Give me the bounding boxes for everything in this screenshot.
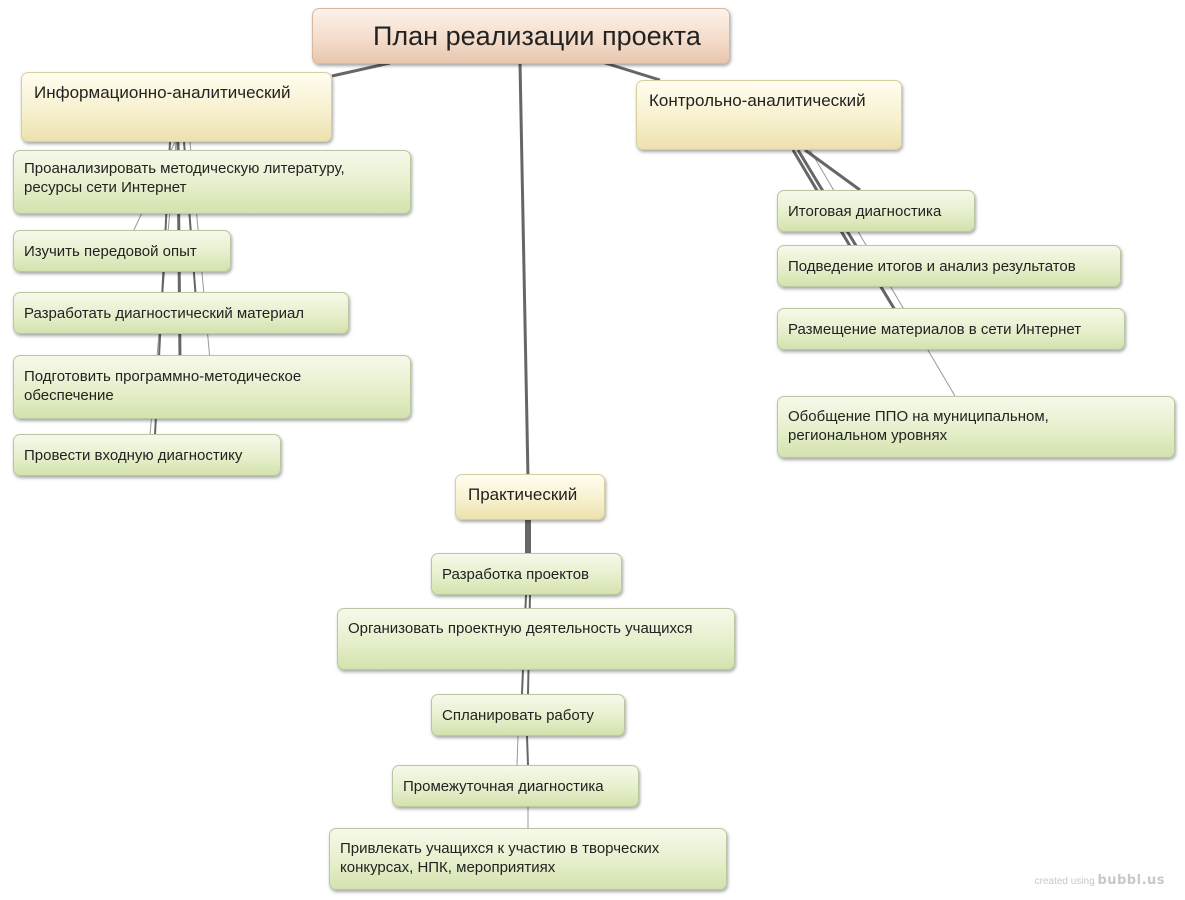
bubblus-logo: bubbl.us (1097, 873, 1165, 888)
leaf-node-final-diagnostic[interactable]: Итоговая диагностика (777, 190, 975, 232)
leaf-node-project-development[interactable]: Разработка проектов (431, 553, 622, 595)
root-node[interactable]: План реализации проекта (312, 8, 730, 64)
leaf-node-interim-diagnostic[interactable]: Промежуточная диагностика (392, 765, 639, 807)
link-practice-leaf-3 (526, 735, 529, 766)
leaf-node-engage-students[interactable]: Привлекать учащихся к участию в творческ… (329, 828, 727, 890)
leaf-node-publish-materials[interactable]: Размещение материалов в сети Интернет (777, 308, 1125, 350)
leaf-node-study-experience[interactable]: Изучить передовой опыт (13, 230, 231, 272)
branch-node-control-analytic[interactable]: Контрольно-аналитический (636, 80, 902, 150)
branch-node-info-analytic[interactable]: Информационно-аналитический (21, 72, 332, 142)
leaf-node-summarize-results[interactable]: Подведение итогов и анализ результатов (777, 245, 1121, 287)
leaf-node-plan-work[interactable]: Спланировать работу (431, 694, 625, 736)
leaf-node-develop-diagnostic[interactable]: Разработать диагностический материал (13, 292, 349, 334)
watermark: created using bubbl.us (1035, 873, 1165, 888)
leaf-node-entry-diagnostic[interactable]: Провести входную диагностику (13, 434, 281, 476)
leaf-node-analyze-literature[interactable]: Проанализировать методическую литературу… (13, 150, 411, 214)
watermark-prefix: created using (1034, 876, 1095, 887)
branch-node-practical[interactable]: Практический (455, 474, 605, 520)
link-root-control (604, 61, 661, 82)
link-practice-leaf-4 (516, 735, 519, 766)
link-root-practice (518, 62, 530, 479)
leaf-node-generalize-experience[interactable]: Обобщение ППО на муниципальном, регионал… (777, 396, 1175, 458)
leaf-node-organize-project-activity[interactable]: Организовать проектную деятельность учащ… (337, 608, 735, 670)
leaf-node-prepare-software[interactable]: Подготовить программно-методическое обес… (13, 355, 411, 419)
link-root-info (331, 61, 391, 78)
